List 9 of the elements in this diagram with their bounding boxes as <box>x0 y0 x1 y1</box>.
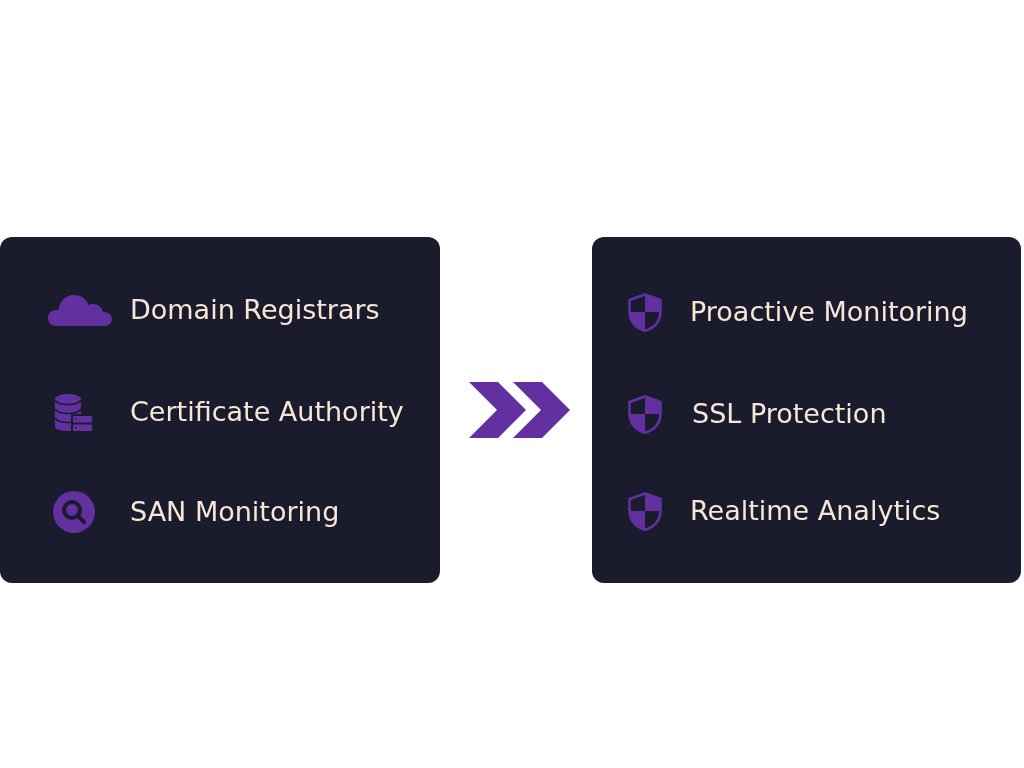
item-label: Domain Registrars <box>130 293 380 327</box>
item-label: Proactive Monitoring <box>690 295 968 329</box>
item-label: Realtime Analytics <box>690 494 941 528</box>
panel <box>0 237 440 583</box>
chevron-arrow <box>469 382 570 438</box>
item-label: SSL Protection <box>692 397 887 431</box>
panel <box>592 237 1021 583</box>
item-label: SAN Monitoring <box>130 495 340 529</box>
item-label: Certificate Authority <box>130 395 404 429</box>
